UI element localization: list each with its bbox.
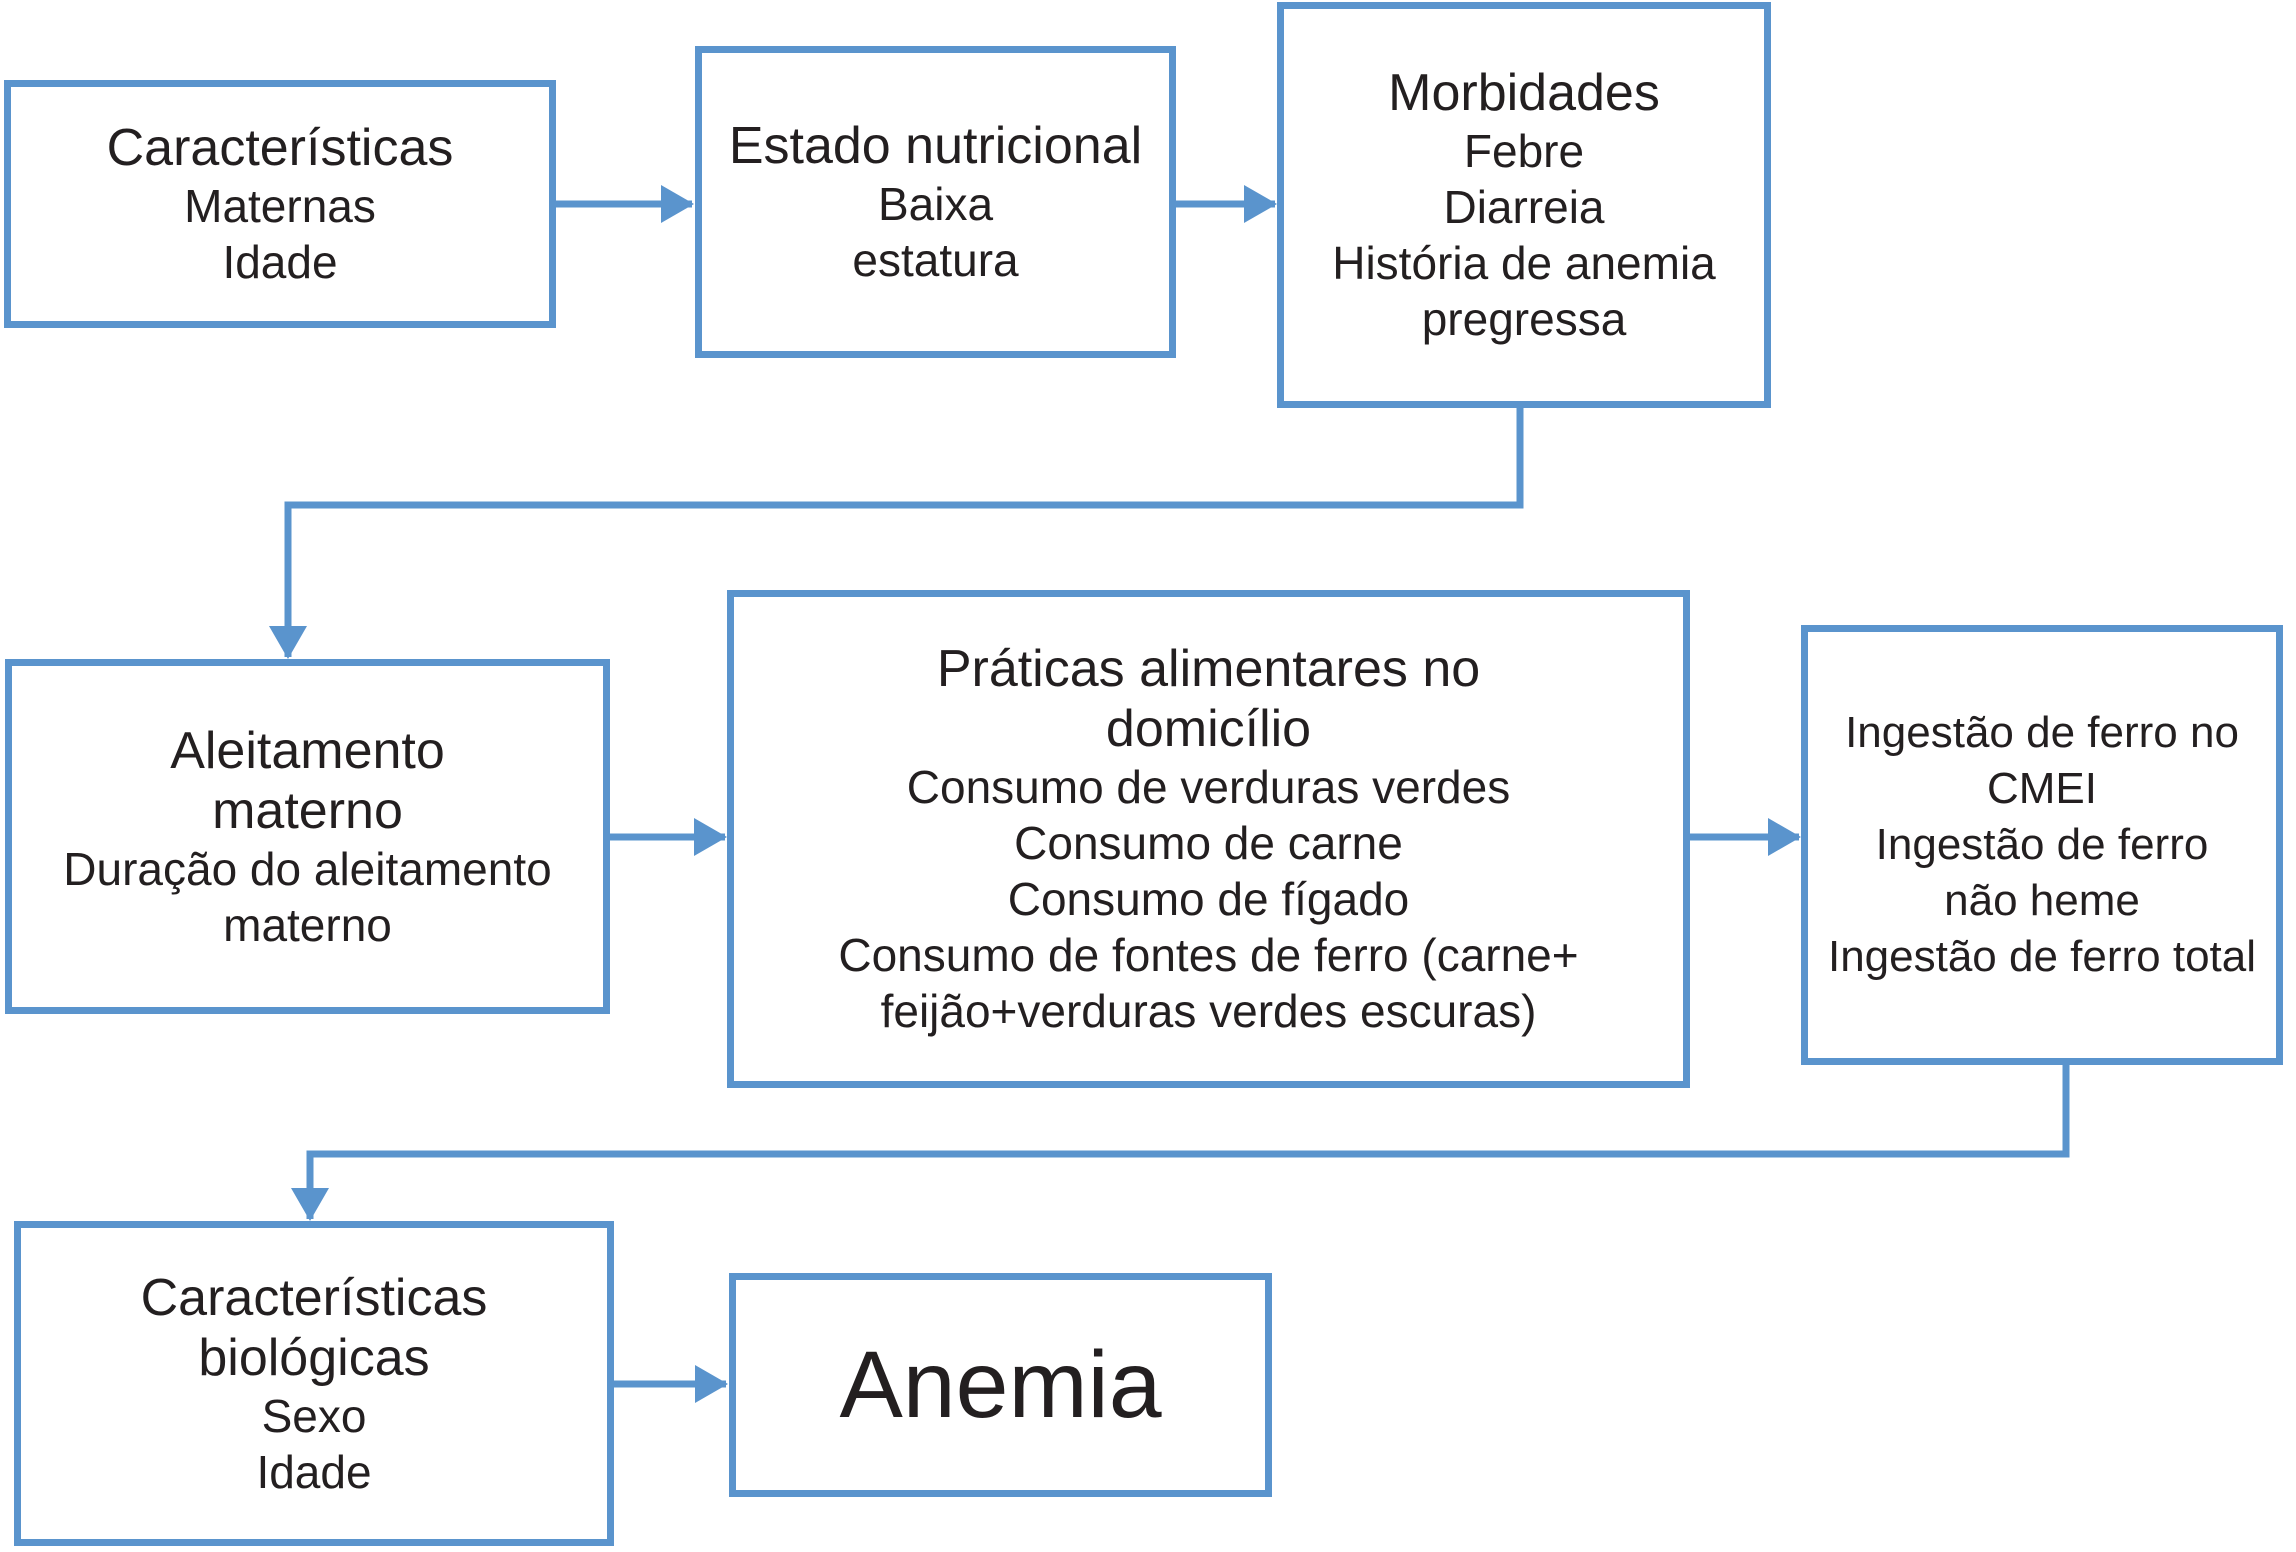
node-line: Consumo de verduras verdes [906,761,1511,813]
node-line: pregressa [1421,293,1627,345]
node-breastfeeding: Aleitamento materno Duração do aleitamen… [5,659,610,1014]
node-line: CMEI [1987,764,2097,813]
node-line: Maternas [184,180,376,232]
node-title: Anemia [839,1332,1162,1438]
node-line: Febre [1463,125,1585,177]
node-title: Estado nutricional [728,117,1143,175]
node-nutritional-status: Estado nutricional Baixa estatura [695,46,1176,358]
node-line: Ingestão de ferro total [1827,932,2257,981]
node-title: biológicas [198,1328,430,1387]
node-line: Idade [222,236,338,288]
node-line: não heme [1944,876,2140,925]
node-line: Consumo de carne [1014,817,1403,869]
node-line: Ingestão de ferro no [1845,708,2239,757]
node-line: Ingestão de ferro [1875,820,2209,869]
node-home-feeding-practices: Práticas alimentares no domicílio Consum… [727,590,1690,1088]
node-morbidities: Morbidades Febre Diarreia História de an… [1277,2,1771,408]
node-anemia: Anemia [729,1273,1272,1497]
node-title: Características [140,1268,488,1327]
node-title: domicílio [1105,700,1312,758]
elbow-arrow-iron-intake-to-biological [291,1065,2070,1221]
node-line: História de anemia [1332,237,1716,289]
node-line: estatura [852,234,1019,286]
node-maternal-characteristics: Características Maternas Idade [4,80,556,328]
node-iron-intake-cmei: Ingestão de ferro no CMEI Ingestão de fe… [1801,625,2283,1065]
node-title: Aleitamento [170,721,445,780]
node-title: materno [212,781,403,840]
node-line: Idade [256,1445,372,1498]
node-title: Características [106,119,454,177]
node-line: Sexo [261,1389,367,1442]
node-line: feijão+verduras verdes escuras) [880,985,1537,1037]
node-title: Morbidades [1388,64,1660,122]
node-line: Consumo de fígado [1007,873,1410,925]
node-line: materno [223,898,392,951]
node-line: Baixa [877,178,994,230]
node-line: Duração do aleitamento [63,842,552,895]
node-line: Diarreia [1443,181,1605,233]
node-title: Práticas alimentares no [936,640,1481,698]
node-biological-characteristics: Características biológicas Sexo Idade [14,1221,614,1546]
node-line: Consumo de fontes de ferro (carne+ [838,929,1579,981]
